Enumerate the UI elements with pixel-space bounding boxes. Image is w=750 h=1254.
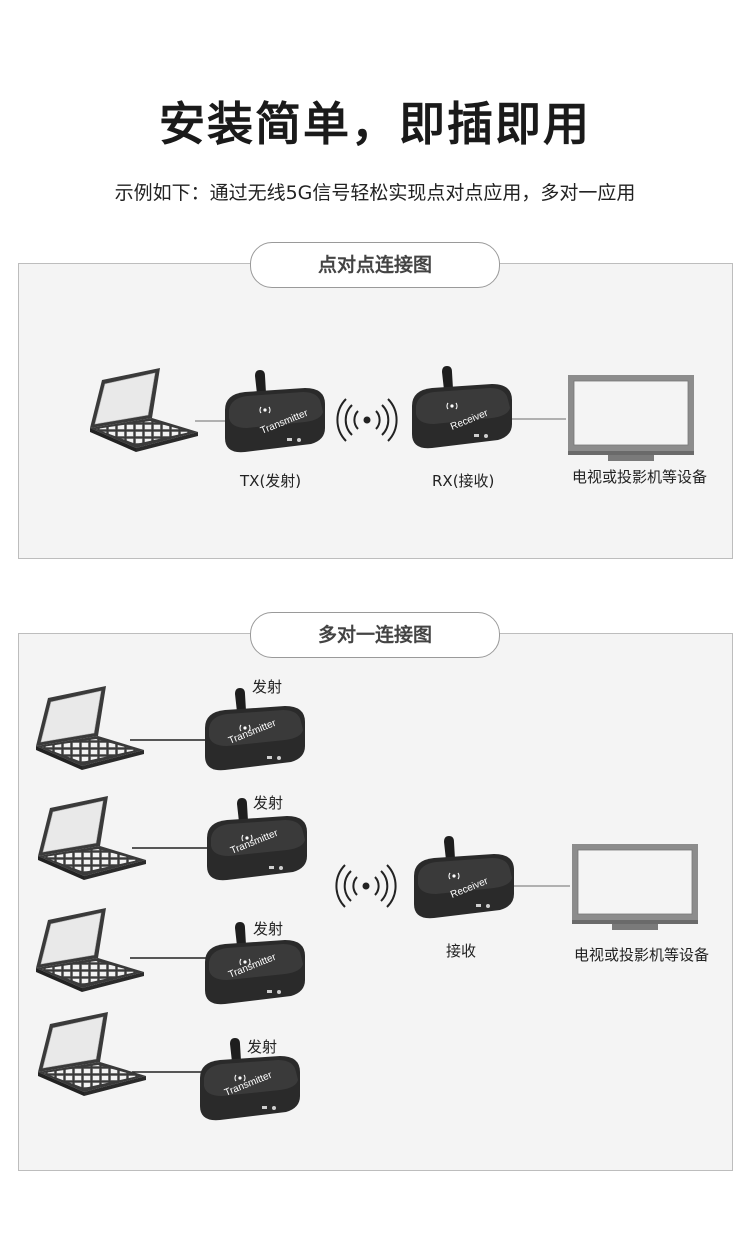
p2p-transmitter-device-icon: Transmitter: [224, 369, 326, 453]
p2p-monitor-icon: [567, 374, 695, 462]
m2o-tx-label-1: 发射: [252, 678, 283, 696]
p2p-signal-icon: [336, 398, 398, 442]
m2o-transmitter-device-icon-2: Transmitter: [206, 797, 308, 881]
m2o-transmitter-device-icon-1: Transmitter: [204, 687, 306, 771]
m2o-laptop-icon-4: [37, 1011, 147, 1097]
p2p-display-label: 电视或投影机等设备: [572, 468, 708, 486]
m2o-receiver-device-icon: Receiver: [413, 835, 515, 919]
m2o-heading: 多对一连接图: [250, 612, 500, 658]
p2p-rx-label: RX(接收): [432, 472, 495, 490]
m2o-signal-icon: [335, 864, 397, 908]
p2p-laptop-icon: [89, 367, 199, 453]
page-title: 安装简单，即插即用: [159, 97, 591, 151]
m2o-tx-label-4: 发射: [247, 1038, 278, 1056]
m2o-display-label: 电视或投影机等设备: [574, 946, 710, 964]
p2p-tx-label: TX(发射): [240, 472, 302, 490]
m2o-laptop-icon-2: [37, 795, 147, 881]
m2o-transmitter-device-icon-3: Transmitter: [204, 921, 306, 1005]
m2o-tx-label-2: 发射: [253, 794, 284, 812]
p2p-receiver-device-icon: Receiver: [411, 365, 513, 449]
m2o-tx-label-3: 发射: [253, 920, 284, 938]
m2o-rx-label: 接收: [446, 942, 477, 960]
page-subtitle: 示例如下：通过无线5G信号轻松实现点对点应用，多对一应用: [114, 182, 636, 204]
p2p-heading: 点对点连接图: [250, 242, 500, 288]
m2o-monitor-icon: [571, 843, 699, 931]
m2o-transmitter-device-icon-4: Transmitter: [199, 1037, 301, 1121]
m2o-laptop-icon-3: [35, 907, 145, 993]
m2o-laptop-icon-1: [35, 685, 145, 771]
